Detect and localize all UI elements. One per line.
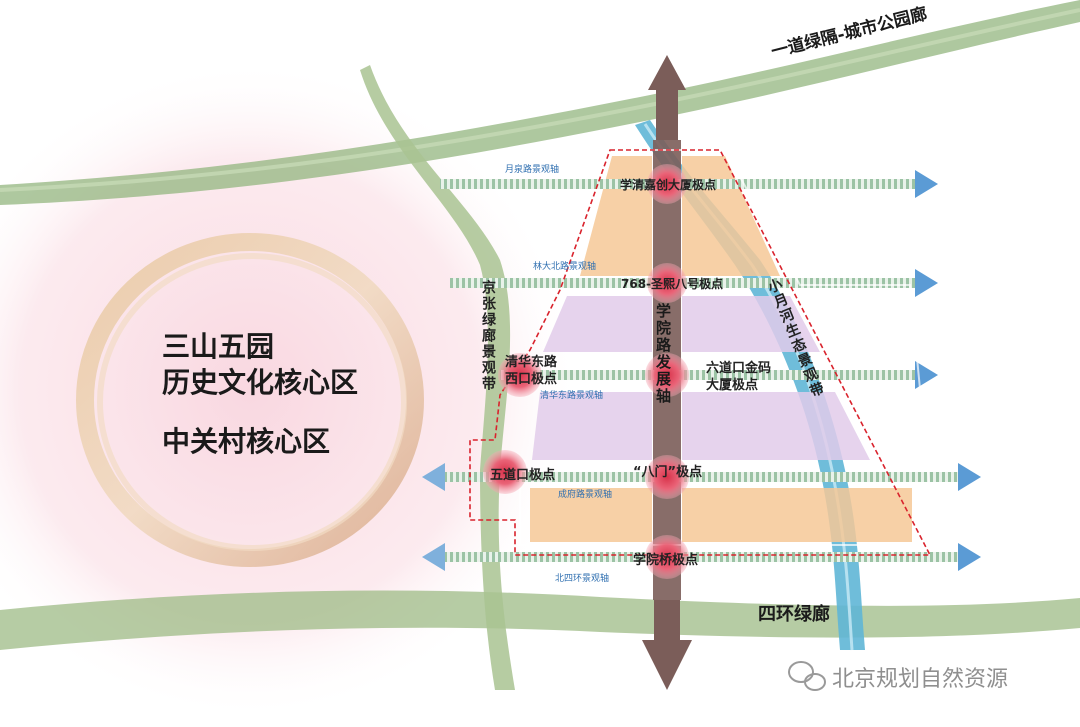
- node-label-768: 768-圣熙八号极点: [621, 277, 724, 291]
- node-label-qinghua-2: 西口极点: [505, 372, 558, 387]
- north-green-highlight: [0, 8, 1080, 192]
- node-label-xueyuanqiao: 学院桥极点: [633, 553, 699, 568]
- wechat-icon: [788, 661, 826, 691]
- planning-boundary: [469, 149, 932, 556]
- central-axis-label: 学院路发展轴: [654, 303, 672, 405]
- node-label-liudaokou-1: 六道口金码: [706, 361, 772, 376]
- block-se-orange: [682, 488, 912, 542]
- node-label-xueqing: 学清嘉创大厦极点: [620, 178, 717, 192]
- node-label-bamen: “八门”极点: [633, 465, 703, 480]
- node-wudaokou: [483, 450, 527, 494]
- south-green-corridor: [0, 590, 1080, 650]
- block-w1-purple: [543, 296, 652, 352]
- axis-arrow-chengfu-west: [422, 463, 445, 491]
- axis-arrow-chengfu-east: [958, 463, 981, 491]
- core-zone-ring: [76, 233, 424, 567]
- block-e1-purple: [682, 296, 820, 352]
- node-xueyuanqiao: [645, 535, 689, 579]
- core-zone-title-2: 历史文化核心区: [162, 366, 359, 399]
- axis-arrow-north4th-east: [958, 543, 981, 571]
- node-label-wudaokou: 五道口极点: [490, 468, 556, 483]
- axis-arrow-yuequan: [915, 170, 938, 198]
- axis-arrow-linda: [915, 269, 938, 297]
- south-corridor-label: 四环绿廊: [758, 604, 830, 625]
- block-ne-orange: [682, 156, 780, 276]
- axis-label-yuequan: 月泉路景观轴: [505, 165, 560, 175]
- core-zone-title-1: 三山五园: [162, 330, 275, 363]
- node-label-qinghua-1: 清华东路: [505, 355, 558, 370]
- xiaoyue-river: [635, 120, 865, 650]
- jingzhang-green-band: [360, 65, 515, 690]
- axis-label-chengfu: 成府路景观轴: [558, 490, 613, 500]
- axis-label-qinghua: 清华东路景观轴: [540, 391, 604, 401]
- axis-band-qinghua: [500, 370, 915, 380]
- north-spine-arrow: [648, 55, 686, 140]
- block-sw-orange: [530, 488, 652, 542]
- core-zone-title-3: 中关村核心区: [162, 425, 331, 458]
- south-spine-arrow: [642, 600, 692, 690]
- block-w2-purple: [532, 392, 652, 460]
- axis-label-linda: 林大北路景观轴: [533, 262, 597, 272]
- watermark: 北京规划自然资源: [832, 667, 1009, 692]
- axis-label-north4th: 北四环景观轴: [555, 574, 610, 584]
- node-xueqing: [647, 164, 687, 204]
- core-zone-ring-inner: [97, 253, 407, 551]
- axis-arrow-qinghua: [915, 361, 938, 389]
- axis-band-chengfu: [445, 472, 960, 482]
- block-e2-purple: [682, 392, 870, 460]
- node-bamen: [645, 455, 689, 499]
- axis-band-north4th: [445, 552, 960, 562]
- node-label-liudaokou-2: 大厦极点: [706, 378, 759, 393]
- node-liudaokou: [645, 353, 689, 397]
- axis-arrow-north4th-west: [422, 543, 445, 571]
- block-nw-orange: [580, 156, 652, 276]
- west-axis-label: 京张绿廊景观带: [480, 280, 496, 392]
- node-qinghua-west: [498, 353, 542, 397]
- node-768: [647, 263, 687, 303]
